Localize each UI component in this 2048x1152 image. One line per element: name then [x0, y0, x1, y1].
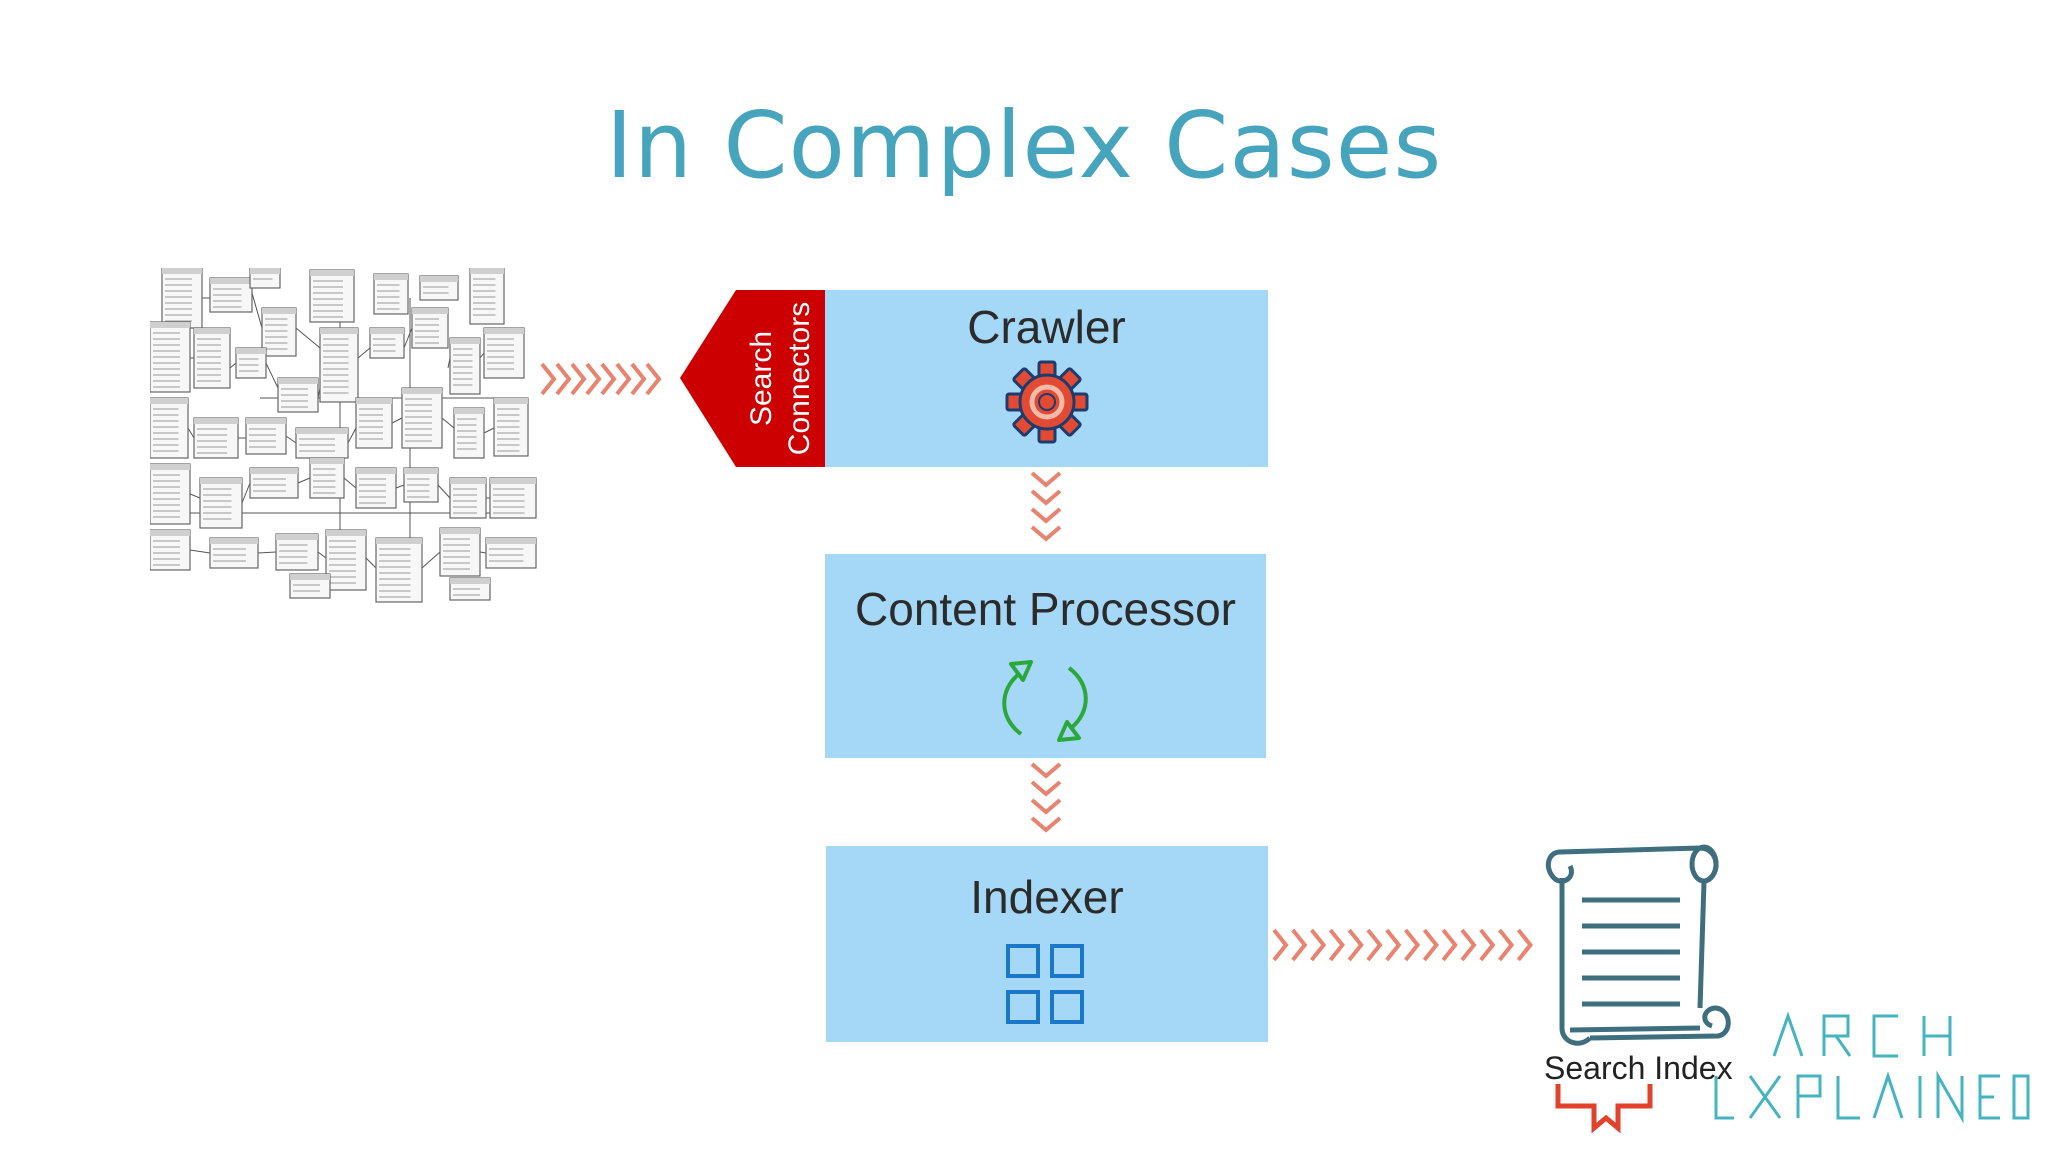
- chevron-right-icon: [645, 362, 662, 396]
- crawler-box: Crawler: [825, 290, 1268, 467]
- content-processor-box: Content Processor: [825, 554, 1266, 758]
- refresh-icon: [1002, 660, 1088, 742]
- arrow-source-to-crawler: [540, 362, 662, 396]
- chevron-right-icon: [600, 362, 617, 396]
- scroll-icon: [1545, 844, 1731, 1134]
- chevron-down-icon: [1030, 525, 1062, 542]
- arrow-crawler-to-processor: [1030, 471, 1062, 542]
- chevron-down-icon: [1030, 489, 1062, 506]
- chevron-right-icon: [1272, 928, 1289, 962]
- chevron-down-icon: [1030, 471, 1062, 488]
- arch-explained-logo: [1714, 1011, 2030, 1124]
- crawler-label: Crawler: [967, 301, 1126, 353]
- gear-icon: [1005, 360, 1089, 444]
- indexer-box: Indexer: [826, 846, 1268, 1042]
- connector-line-2: Connectors: [783, 301, 816, 456]
- search-index-label: Search Index: [1544, 1050, 1733, 1086]
- chevron-right-icon: [1479, 928, 1496, 962]
- chevron-right-icon: [1385, 928, 1402, 962]
- chevron-right-icon: [1422, 928, 1439, 962]
- connector-line-1: Search: [745, 330, 778, 427]
- arrow-processor-to-indexer: [1030, 762, 1062, 833]
- chevron-right-icon: [1516, 928, 1533, 962]
- content-processor-label: Content Processor: [855, 583, 1236, 635]
- search-connectors-tab: Search Connectors: [680, 290, 825, 467]
- chevron-right-icon: [1291, 928, 1308, 962]
- chevron-right-icon: [585, 362, 602, 396]
- chevron-down-icon: [1030, 816, 1062, 833]
- slide-title: In Complex Cases: [605, 92, 1443, 199]
- chevron-right-icon: [1498, 928, 1515, 962]
- indexer-label: Indexer: [970, 871, 1124, 923]
- chevron-right-icon: [1310, 928, 1327, 962]
- chevron-right-icon: [540, 362, 557, 396]
- chevron-down-icon: [1030, 798, 1062, 815]
- chevron-right-icon: [630, 362, 647, 396]
- search-connectors-label: Search Connectors: [736, 290, 826, 467]
- chevron-right-icon: [1441, 928, 1458, 962]
- arrow-indexer-to-search-index: [1272, 928, 1533, 962]
- chevron-right-icon: [1366, 928, 1383, 962]
- chevron-down-icon: [1030, 507, 1062, 524]
- chevron-down-icon: [1030, 762, 1062, 779]
- chevron-right-icon: [1460, 928, 1477, 962]
- chevron-right-icon: [1347, 928, 1364, 962]
- chevron-right-icon: [570, 362, 587, 396]
- chevron-right-icon: [555, 362, 572, 396]
- grid-icon: [1006, 944, 1084, 1024]
- chevron-right-icon: [615, 362, 632, 396]
- database-schema-image: [150, 268, 537, 603]
- chevron-right-icon: [1328, 928, 1345, 962]
- chevron-down-icon: [1030, 780, 1062, 797]
- chevron-right-icon: [1404, 928, 1421, 962]
